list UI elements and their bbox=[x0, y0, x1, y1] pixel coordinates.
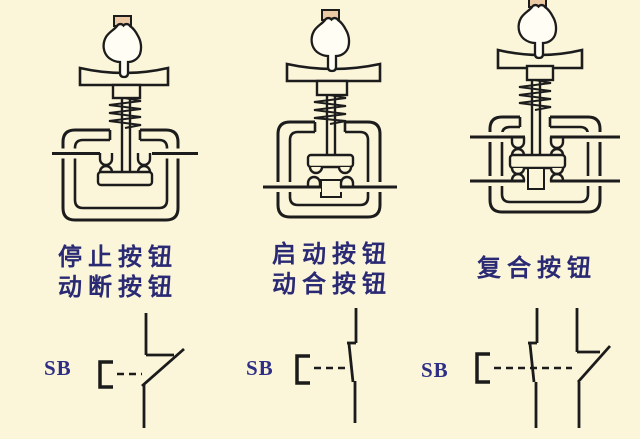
label-compound-button: 复合按钮 bbox=[452, 253, 622, 283]
no-moving-arm bbox=[528, 343, 536, 383]
actuator-bracket bbox=[475, 352, 490, 384]
spring bbox=[313, 93, 347, 126]
label-line: 动合按钮 bbox=[272, 270, 392, 298]
bridge-bump-tr bbox=[549, 147, 565, 156]
housing-throat bbox=[518, 117, 552, 127]
shaft bbox=[120, 98, 132, 172]
lower-contact-left bbox=[510, 172, 526, 182]
label-line: 停止按钮 bbox=[58, 243, 178, 271]
fixed-contact-right bbox=[339, 175, 355, 188]
label-line: 复合按钮 bbox=[477, 254, 597, 282]
start-button-mechanism bbox=[263, 9, 397, 219]
moving-arm bbox=[141, 347, 185, 388]
housing-outer bbox=[488, 115, 602, 214]
actuator-bracket bbox=[98, 360, 113, 389]
nc-moving-arm bbox=[576, 345, 612, 383]
compound-contact-symbol bbox=[475, 308, 612, 428]
hand-icon bbox=[102, 15, 143, 79]
fixed-contact-left bbox=[98, 153, 114, 167]
label-line: 启动按钮 bbox=[272, 240, 392, 268]
fixed-contact-left bbox=[306, 175, 322, 188]
actuator-bracket bbox=[295, 354, 310, 385]
lower-contact-right bbox=[549, 172, 565, 182]
housing-outer bbox=[276, 120, 382, 219]
bridge-bump-left bbox=[308, 166, 324, 175]
bottom-white-strip bbox=[0, 439, 640, 445]
bridge-bump-right bbox=[337, 166, 353, 175]
housing-throat bbox=[108, 130, 142, 140]
sb-label-1: SB bbox=[44, 356, 72, 380]
normally-open-contact-symbol bbox=[295, 308, 358, 423]
normally-closed-contact-symbol bbox=[98, 313, 185, 428]
housing-inner bbox=[500, 125, 590, 204]
spring bbox=[518, 78, 552, 112]
button-stem bbox=[111, 83, 142, 100]
spring bbox=[108, 96, 142, 130]
contact-bridge bbox=[508, 153, 567, 170]
stop-button-mechanism bbox=[52, 15, 198, 222]
housing-outer bbox=[61, 128, 180, 222]
hand-icon bbox=[517, 0, 558, 60]
pedestal bbox=[320, 179, 342, 198]
compound-button-mechanism bbox=[470, 0, 620, 214]
shaft bbox=[530, 80, 542, 155]
contact-bridge bbox=[306, 153, 355, 169]
contact-bridge bbox=[96, 170, 154, 187]
label-start-button: 启动按钮 动合按钮 bbox=[247, 239, 417, 299]
label-line: 动断按钮 bbox=[58, 273, 178, 301]
sb-label-2: SB bbox=[246, 356, 274, 380]
sb-label-3: SB bbox=[421, 358, 449, 382]
label-stop-button: 停止按钮 动断按钮 bbox=[33, 242, 203, 302]
housing-inner bbox=[73, 138, 169, 210]
moving-arm bbox=[347, 343, 355, 383]
fixed-contact-right bbox=[136, 153, 152, 167]
button-cap bbox=[285, 62, 382, 83]
button-stem bbox=[315, 79, 349, 97]
bridge-bump-left bbox=[98, 164, 114, 173]
pedestal bbox=[527, 167, 545, 190]
button-stem bbox=[525, 64, 555, 82]
housing-inner bbox=[288, 130, 370, 207]
bridge-bump-right bbox=[136, 164, 152, 173]
hand-icon bbox=[310, 9, 351, 73]
bridge-bump-tl bbox=[510, 147, 526, 156]
housing-throat bbox=[313, 122, 347, 132]
